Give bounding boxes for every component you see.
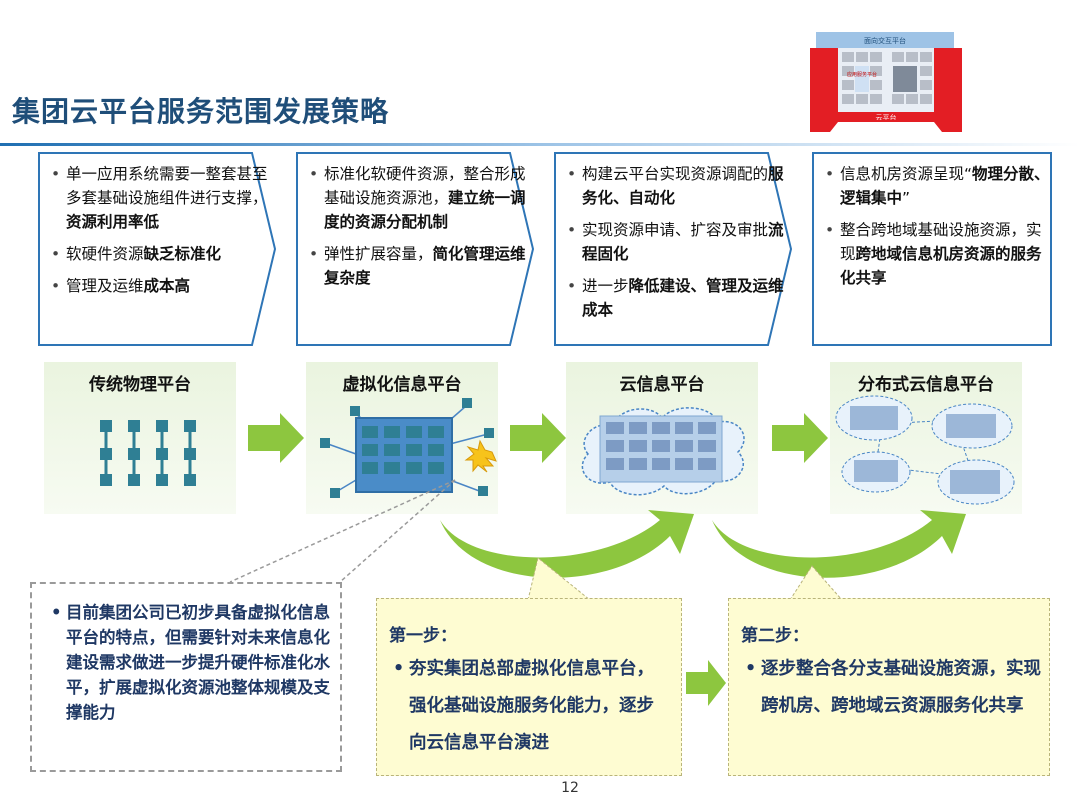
panel-title-physical: 传统物理平台 [89,375,191,395]
virtualized-pool-icon [320,398,497,498]
stage-1-bullet-2: 软硬件资源缺乏标准化 [51,242,276,266]
step1-text: 夯实集团总部虚拟化信息平台，强化基础设施服务化能力，逐步向云信息平台演进 [393,651,667,762]
panel-distributed-cloud-platform: 分布式云信息平台 [830,362,1022,514]
stage-1-bullets: 单一应用系统需要一整套甚至多套基础设施组件进行支撑，资源利用率低 软硬件资源缺乏… [44,162,276,306]
panel-title-distributed: 分布式云信息平台 [858,375,994,395]
panel-cloud-platform: 云信息平台 [566,362,758,514]
curved-arrow-step1-icon [440,510,694,578]
cloud-pool-icon [581,407,745,496]
arrow-right-icon-1 [248,413,304,463]
page-title: 集团云平台服务范围发展策略 [12,95,390,128]
stage-1-bullet-3: 管理及运维成本高 [51,274,276,298]
stage-3-bullet-2: 实现资源申请、扩容及审批流程固化 [567,218,792,266]
stage-2-bullet-2: 弹性扩展容量，简化管理运维复杂度 [309,242,534,290]
panel-physical-platform: 传统物理平台 [44,362,236,514]
stage-3-bullet-3: 进一步降低建设、管理及运维成本 [567,274,792,322]
stage-3-bullet-1: 构建云平台实现资源调配的服务化、自动化 [567,162,792,210]
stage-4-bullet-1: 信息机房资源呈现“物理分散、逻辑集中” [825,162,1050,210]
panel-title-cloud: 云信息平台 [619,375,705,395]
arrow-right-icon-2 [510,413,566,463]
step1-title: 第一步： [389,626,457,646]
stage-box-1: 单一应用系统需要一整套甚至多套基础设施组件进行支撑，资源利用率低 软硬件资源缺乏… [38,152,276,346]
logo-top-label: 面向交互平台 [864,36,906,45]
title-underline [0,143,1080,146]
cloud-platform-logo: 面向交互平台 应用服务平台 云平台 [808,28,964,138]
step1-box: 第一步： 夯实集团总部虚拟化信息平台，强化基础设施服务化能力，逐步向云信息平台演… [376,598,682,776]
stage-4-bullets: 信息机房资源呈现“物理分散、逻辑集中” 整合跨地域基础设施资源，实现跨地域信息机… [818,162,1050,298]
physical-servers-icon [100,420,196,486]
stage-3-bullets: 构建云平台实现资源调配的服务化、自动化 实现资源申请、扩容及审批流程固化 进一步… [560,162,792,330]
step2-text: 逐步整合各分支基础设施资源，实现跨机房、跨地域云资源服务化共享 [745,651,1047,725]
curved-arrow-step2-icon [712,510,966,578]
note-text: 目前集团公司已初步具备虚拟化信息平台的特点，但需要针对未来信息化建设需求做进一步… [51,600,330,725]
arrow-right-icon-steps [686,660,726,706]
panel-title-virtualized: 虚拟化信息平台 [342,375,462,395]
stage-4-bullet-2: 整合跨地域基础设施资源，实现跨地域信息机房资源的服务化共享 [825,218,1050,290]
stage-box-4: 信息机房资源呈现“物理分散、逻辑集中” 整合跨地域基础设施资源，实现跨地域信息机… [812,152,1052,346]
stage-box-2: 标准化软硬件资源，整合形成基础设施资源池，建立统一调度的资源分配机制 弹性扩展容… [296,152,534,346]
stage-2-bullet-1: 标准化软硬件资源，整合形成基础设施资源池，建立统一调度的资源分配机制 [309,162,534,234]
stage-2-bullets: 标准化软硬件资源，整合形成基础设施资源池，建立统一调度的资源分配机制 弹性扩展容… [302,162,534,298]
panel-virtualized-platform: 虚拟化信息平台 [306,362,498,514]
current-status-note: 目前集团公司已初步具备虚拟化信息平台的特点，但需要针对未来信息化建设需求做进一步… [30,582,342,772]
step2-box: 第二步： 逐步整合各分支基础设施资源，实现跨机房、跨地域云资源服务化共享 [728,598,1050,776]
page-number: 12 [561,780,579,796]
arrow-right-icon-3 [772,413,828,463]
logo-bottom-label: 云平台 [876,113,897,122]
stage-box-3: 构建云平台实现资源调配的服务化、自动化 实现资源申请、扩容及审批流程固化 进一步… [554,152,792,346]
stage-1-bullet-1: 单一应用系统需要一整套甚至多套基础设施组件进行支撑，资源利用率低 [51,162,276,234]
distributed-clouds-icon [835,395,1015,505]
step2-title: 第二步： [741,626,809,646]
logo-mid-label: 应用服务平台 [847,71,877,78]
